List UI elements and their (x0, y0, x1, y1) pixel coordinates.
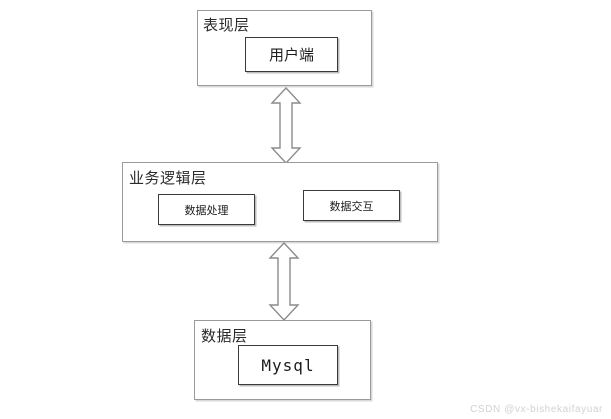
double-arrow-vertical-icon-business-data (268, 241, 300, 322)
layer-title-data: 数据层 (201, 329, 248, 345)
layer-title-presentation: 表现层 (203, 18, 250, 34)
node-mysql[interactable]: Mysql (238, 345, 338, 385)
watermark-text: CSDN @vx-bishekaifayuar (470, 404, 603, 415)
node-data-process[interactable]: 数据处理 (158, 194, 255, 225)
node-data-interact[interactable]: 数据交互 (303, 190, 400, 221)
double-arrow-vertical-icon-presentation-business (270, 86, 302, 165)
node-client[interactable]: 用户端 (245, 37, 338, 72)
layer-title-business: 业务逻辑层 (129, 171, 207, 187)
